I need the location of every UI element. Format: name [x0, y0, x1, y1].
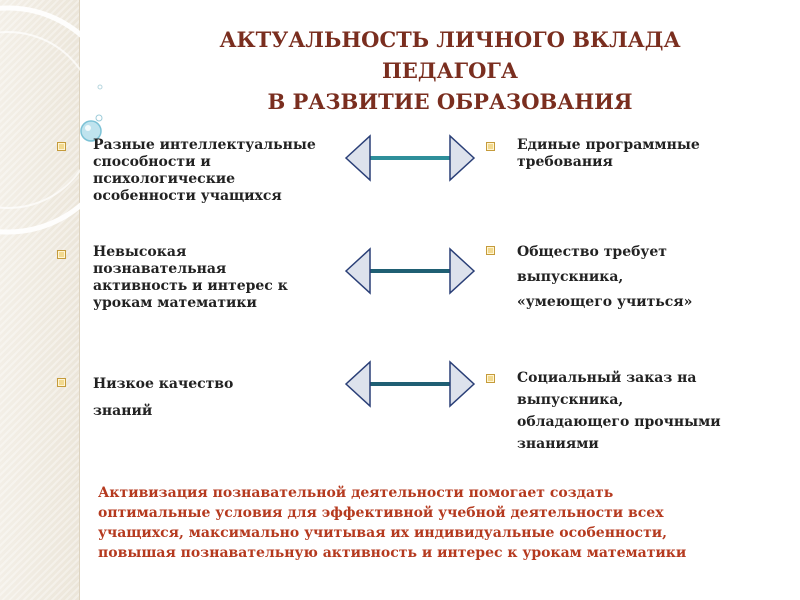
left-item-2-line-1: Невысокая: [93, 244, 288, 261]
left-item-2-line-4: урокам математики: [93, 295, 288, 312]
left-item-1-line-2: способности и: [93, 154, 316, 171]
right-item-2-line-3: «умеющего учиться»: [517, 290, 692, 315]
right-item-1-line-2: требования: [517, 154, 700, 171]
left-item-2-line-3: активность и интерес к: [93, 278, 288, 295]
right-item-3: Социальный заказ на выпускника, обладающ…: [517, 367, 721, 455]
summary-line-3: учащихся, максимально учитывая их индиви…: [98, 523, 758, 543]
left-item-2-line-2: познавательная: [93, 261, 288, 278]
right-item-3-line-2: выпускника,: [517, 389, 721, 411]
summary-line-2: оптимальные условия для эффективной учеб…: [98, 503, 758, 523]
left-item-1: Разные интеллектуальные способности и пс…: [93, 137, 316, 205]
square-bullet-icon: [57, 378, 66, 387]
right-item-3-line-1: Социальный заказ на: [517, 367, 721, 389]
summary-line-1: Активизация познавательной деятельности …: [98, 483, 758, 503]
left-item-1-line-3: психологические: [93, 171, 316, 188]
right-item-2: Общество требует выпускника, «умеющего у…: [517, 240, 692, 315]
summary-text: Активизация познавательной деятельности …: [98, 483, 758, 563]
left-item-3-line-2: знаний: [93, 398, 233, 425]
title-line-3: В РАЗВИТИЕ ОБРАЗОВАНИЯ: [150, 86, 750, 117]
title-line-2: ПЕДАГОГА: [150, 55, 750, 86]
square-bullet-icon: [486, 374, 495, 383]
square-bullet-icon: [486, 246, 495, 255]
left-item-1-line-1: Разные интеллектуальные: [93, 137, 316, 154]
square-bullet-icon: [486, 142, 495, 151]
square-bullet-icon: [57, 250, 66, 259]
slide-title: АКТУАЛЬНОСТЬ ЛИЧНОГО ВКЛАДА ПЕДАГОГА В Р…: [150, 24, 750, 117]
title-line-1: АКТУАЛЬНОСТЬ ЛИЧНОГО ВКЛАДА: [150, 24, 750, 55]
summary-line-4: повышая познавательную активность и инте…: [98, 543, 758, 563]
double-headed-arrow-icon: [344, 246, 476, 296]
left-item-3: Низкое качество знаний: [93, 371, 233, 425]
left-item-2: Невысокая познавательная активность и ин…: [93, 244, 288, 312]
right-item-1: Единые программные требования: [517, 137, 700, 171]
right-item-2-line-2: выпускника,: [517, 265, 692, 290]
double-headed-arrow-icon: [344, 359, 476, 409]
square-bullet-icon: [57, 142, 66, 151]
double-headed-arrow-icon: [344, 133, 476, 183]
left-item-1-line-4: особенности учащихся: [93, 188, 316, 205]
right-item-2-line-1: Общество требует: [517, 240, 692, 265]
right-item-3-line-3: обладающего прочными: [517, 411, 721, 433]
right-item-3-line-4: знаниями: [517, 433, 721, 455]
left-item-3-line-1: Низкое качество: [93, 371, 233, 398]
right-item-1-line-1: Единые программные: [517, 137, 700, 154]
